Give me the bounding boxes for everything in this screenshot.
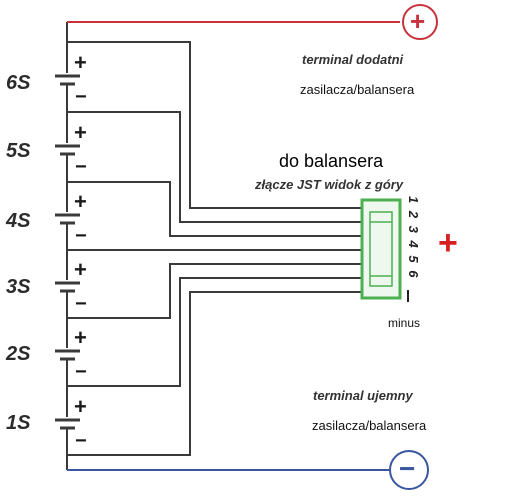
cell-1-minus: −: [75, 430, 87, 452]
cell-label-1s: 1S: [6, 412, 31, 434]
cell-4-minus: −: [75, 225, 87, 247]
cell-4-plus: +: [74, 189, 87, 214]
jst-pin-numbers: 1 2 3 4 5 6: [405, 196, 425, 296]
balancer-title: do balansera: [279, 151, 384, 171]
balance-wire-1: [67, 277, 362, 387]
positive-terminal-symbol: +: [410, 6, 426, 36]
positive-terminal-title: terminal dodatni: [302, 52, 404, 67]
cell-label-3s: 3S: [6, 276, 31, 298]
minus-label: minus: [388, 316, 421, 330]
negative-terminal-title: terminal ujemny: [313, 388, 413, 403]
negative-terminal-circle: [389, 450, 429, 490]
jst-connector: [360, 198, 402, 300]
balancer-plus-mark: +: [438, 224, 458, 262]
jst-connector-inner: [369, 211, 393, 287]
cell-label-6s: 6S: [6, 72, 31, 94]
cell-6-symbol: [55, 73, 81, 86]
balance-wire-0: [67, 291, 362, 456]
cell-5-minus: −: [75, 156, 87, 178]
balancer-subtitle: złącze JST widok z góry: [255, 177, 404, 192]
cell-6-minus: −: [75, 86, 87, 108]
cell-3-minus: −: [75, 293, 87, 315]
cell-2-minus: −: [75, 361, 87, 383]
positive-terminal-circle: [402, 4, 438, 40]
cell-5-plus: +: [74, 120, 87, 145]
cell-3-symbol: [55, 280, 81, 293]
balance-wire-4: [67, 181, 362, 237]
cell-label-5s: 5S: [6, 140, 31, 162]
cell-2-symbol: [55, 348, 81, 361]
balance-wire-5: [67, 111, 362, 223]
cell-1-symbol: [55, 417, 81, 430]
cell-6-plus: +: [74, 50, 87, 75]
negative-terminal-symbol: −: [399, 453, 416, 484]
cell-1-plus: +: [74, 394, 87, 419]
positive-terminal-subtitle: zasilacza/balansera: [300, 82, 415, 97]
cell-5-symbol: [55, 143, 81, 156]
balance-wire-6: [67, 41, 362, 209]
cell-label-2s: 2S: [6, 343, 31, 365]
cell-label-4s: 4S: [6, 210, 31, 232]
jst-pin-numbers-text: 1 2 3 4 5 6: [406, 196, 421, 280]
cell-4-symbol: [55, 212, 81, 225]
balance-wire-2: [67, 263, 362, 319]
cell-3-plus: +: [74, 257, 87, 282]
negative-terminal-subtitle: zasilacza/balansera: [312, 418, 427, 433]
cell-2-plus: +: [74, 325, 87, 350]
